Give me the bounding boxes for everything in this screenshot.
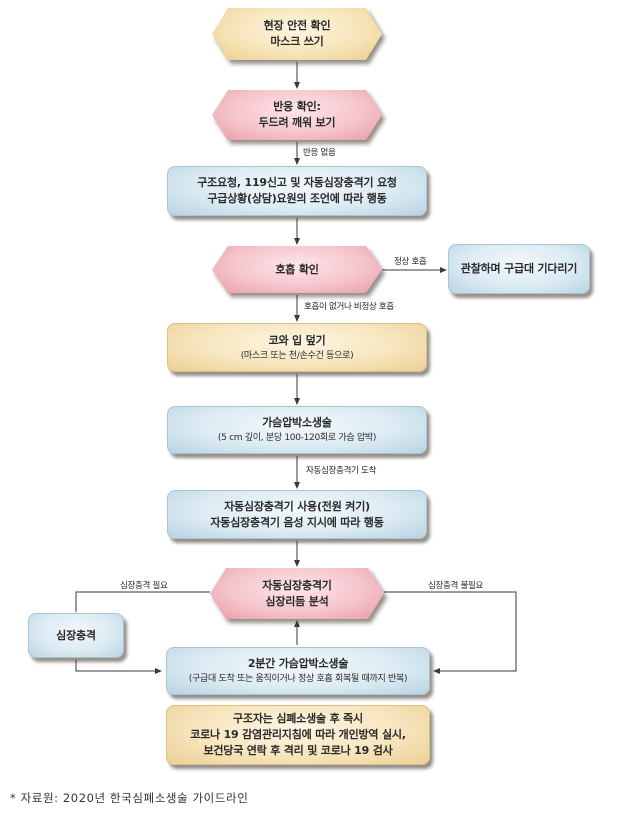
node-call-help: 구조요청, 119신고 및 자동심장충격기 요청 구급상황(상담)요원의 조언에… <box>167 166 427 216</box>
node-aed-use: 자동심장충격기 사용(전원 켜기) 자동심장충격기 음성 지시에 따라 행동 <box>167 490 427 539</box>
node-post-care: 구조자는 심폐소생술 후 즉시 코로나 19 감염관리지침에 따라 개인방역 실… <box>166 705 430 765</box>
node-text: 관찰하며 구급대 기다리기 <box>460 262 578 275</box>
node-text: 두드려 깨워 보기 <box>258 116 336 129</box>
node-text: 구조요청, 119신고 및 자동심장충격기 요청 <box>197 176 397 189</box>
node-shock: 심장충격 <box>28 613 124 658</box>
source-citation: * 자료원: 2020년 한국심폐소생술 가이드라인 <box>10 791 249 805</box>
node-cpr: 가슴압박소생술 (5 cm 깊이, 분당 100-120회로 가슴 압박) <box>167 406 427 454</box>
node-text: 심장리듬 분석 <box>265 594 329 608</box>
node-check-breathing: 호흡 확인 <box>212 246 382 293</box>
node-text: 코로나 19 감염관리지침에 따라 개인방역 실시, <box>190 728 406 741</box>
node-text: 가슴압박소생술 <box>262 416 332 429</box>
node-text: (마스크 또는 천/손수건 등으로) <box>240 350 354 361</box>
node-text: (구급대 도착 또는 움직이거나 정상 호흡 회복될 때까지 반복) <box>188 674 408 684</box>
line-analyze-to-shock <box>75 591 210 612</box>
node-text: 코와 입 덮기 <box>268 333 326 347</box>
edge-label-normal-breathing: 정상 호흡 <box>394 257 427 267</box>
edge-label-abnormal-breathing: 호흡이 없거나 비정상 호흡 <box>304 302 394 312</box>
edge-label-no-response: 반응 없음 <box>303 148 336 158</box>
node-text: 현장 안전 확인 <box>263 19 331 32</box>
node-wait-observe: 관찰하며 구급대 기다리기 <box>448 244 590 294</box>
node-text: 자동심장충격기 사용(전원 켜기) <box>224 499 370 513</box>
node-text: 2분간 가슴압박소생술 <box>247 657 349 670</box>
arrow-analyze-to-cpr2 <box>384 591 517 674</box>
node-text: 반응 확인: <box>273 100 321 113</box>
edge-label-aed-arrives: 자동심장충격기 도착 <box>306 466 377 476</box>
node-cpr-2min: 2분간 가슴압박소생술 (구급대 도착 또는 움직이거나 정상 호흡 회복될 때… <box>166 647 430 695</box>
node-text: 심장충격 <box>56 628 96 642</box>
node-scene-safety: 현장 안전 확인 마스크 쓰기 <box>212 8 382 60</box>
node-text: 구급상황(상담)요원의 조언에 따라 행동 <box>207 192 387 205</box>
node-text: (5 cm 깊이, 분당 100-120회로 가슴 압박) <box>217 433 377 443</box>
node-cover-mouth: 코와 입 덮기 (마스크 또는 천/손수건 등으로) <box>167 323 427 372</box>
node-text: 자동심장충격기 음성 지시에 따라 행동 <box>210 515 384 529</box>
node-text: 마스크 쓰기 <box>270 35 324 48</box>
node-text: 호흡 확인 <box>275 262 319 276</box>
node-check-response: 반응 확인: 두드려 깨워 보기 <box>212 90 382 140</box>
node-text: 보건당국 연락 후 격리 및 코로나 19 검사 <box>203 744 393 757</box>
node-aed-analyze: 자동심장충격기 심장리듬 분석 <box>210 568 384 619</box>
arrow-shock-to-cpr2 <box>75 660 162 674</box>
node-text: 구조자는 심폐소생술 후 즉시 <box>233 712 363 725</box>
edge-label-shock-not-needed: 심장충격 불필요 <box>428 581 484 591</box>
edge-label-shock-needed: 심장충격 필요 <box>120 581 168 591</box>
node-text: 자동심장충격기 <box>262 578 332 592</box>
